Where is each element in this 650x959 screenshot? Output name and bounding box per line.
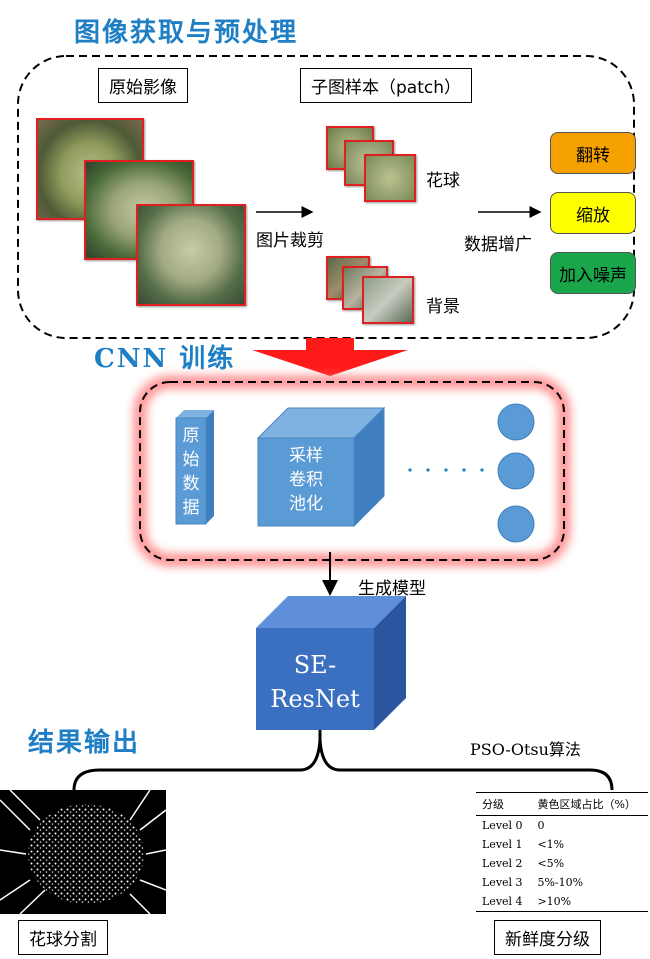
noise-op: 加入噪声 xyxy=(550,252,636,294)
table-header: 分级 xyxy=(482,798,504,811)
training-title: CNN 训练 xyxy=(94,344,236,374)
head-label: 花球 xyxy=(426,171,460,191)
model-text: SE- ResNet xyxy=(270,651,360,713)
model-cube-face xyxy=(256,628,374,730)
input-block-side xyxy=(206,410,214,524)
table-header-row: 分级 黄色区域占比（%） xyxy=(476,792,648,816)
conv-cube-face xyxy=(257,437,355,527)
segmentation-label: 花球分割 xyxy=(18,920,108,955)
output-title: 结果输出 xyxy=(28,728,141,758)
table-row: Level 2<5% xyxy=(482,857,565,870)
segmentation-image xyxy=(0,790,166,914)
background-label: 背景 xyxy=(426,297,460,317)
red-down-arrow xyxy=(252,338,408,376)
output-node xyxy=(497,452,535,490)
acquisition-title: 图像获取与预处理 xyxy=(74,18,299,48)
input-block-face xyxy=(175,417,207,525)
background-patch xyxy=(362,276,414,324)
input-block-text: 原 始 数 据 xyxy=(182,426,200,518)
output-node xyxy=(497,403,535,441)
table-header: 黄色区域占比（%） xyxy=(537,798,636,811)
output-node xyxy=(497,505,535,543)
input-block-top xyxy=(176,410,214,418)
acquisition-frame xyxy=(17,55,635,339)
conv-block-text: 采样 卷积 池化 xyxy=(289,446,323,514)
ellipsis-dots xyxy=(408,468,484,472)
original-photo-3 xyxy=(136,204,246,306)
head-patch xyxy=(364,154,416,202)
cnn-frame xyxy=(139,381,565,561)
patch-label: 子图样本（patch） xyxy=(300,68,472,103)
table-row: Level 1<1% xyxy=(482,838,565,851)
algorithm-label: PSO-Otsu算法 xyxy=(470,740,581,759)
scale-op: 缩放 xyxy=(550,192,636,234)
model-cube-top xyxy=(256,596,406,628)
flip-op: 翻转 xyxy=(550,132,636,174)
crop-label: 图片裁剪 xyxy=(256,231,324,251)
original-image-label: 原始影像 xyxy=(98,68,188,103)
grading-label: 新鲜度分级 xyxy=(494,920,601,955)
model-label: 生成模型 xyxy=(358,579,426,599)
model-cube-side xyxy=(374,596,406,730)
augment-label: 数据增广 xyxy=(464,235,532,255)
table-row: Level 4>10% xyxy=(476,892,648,912)
